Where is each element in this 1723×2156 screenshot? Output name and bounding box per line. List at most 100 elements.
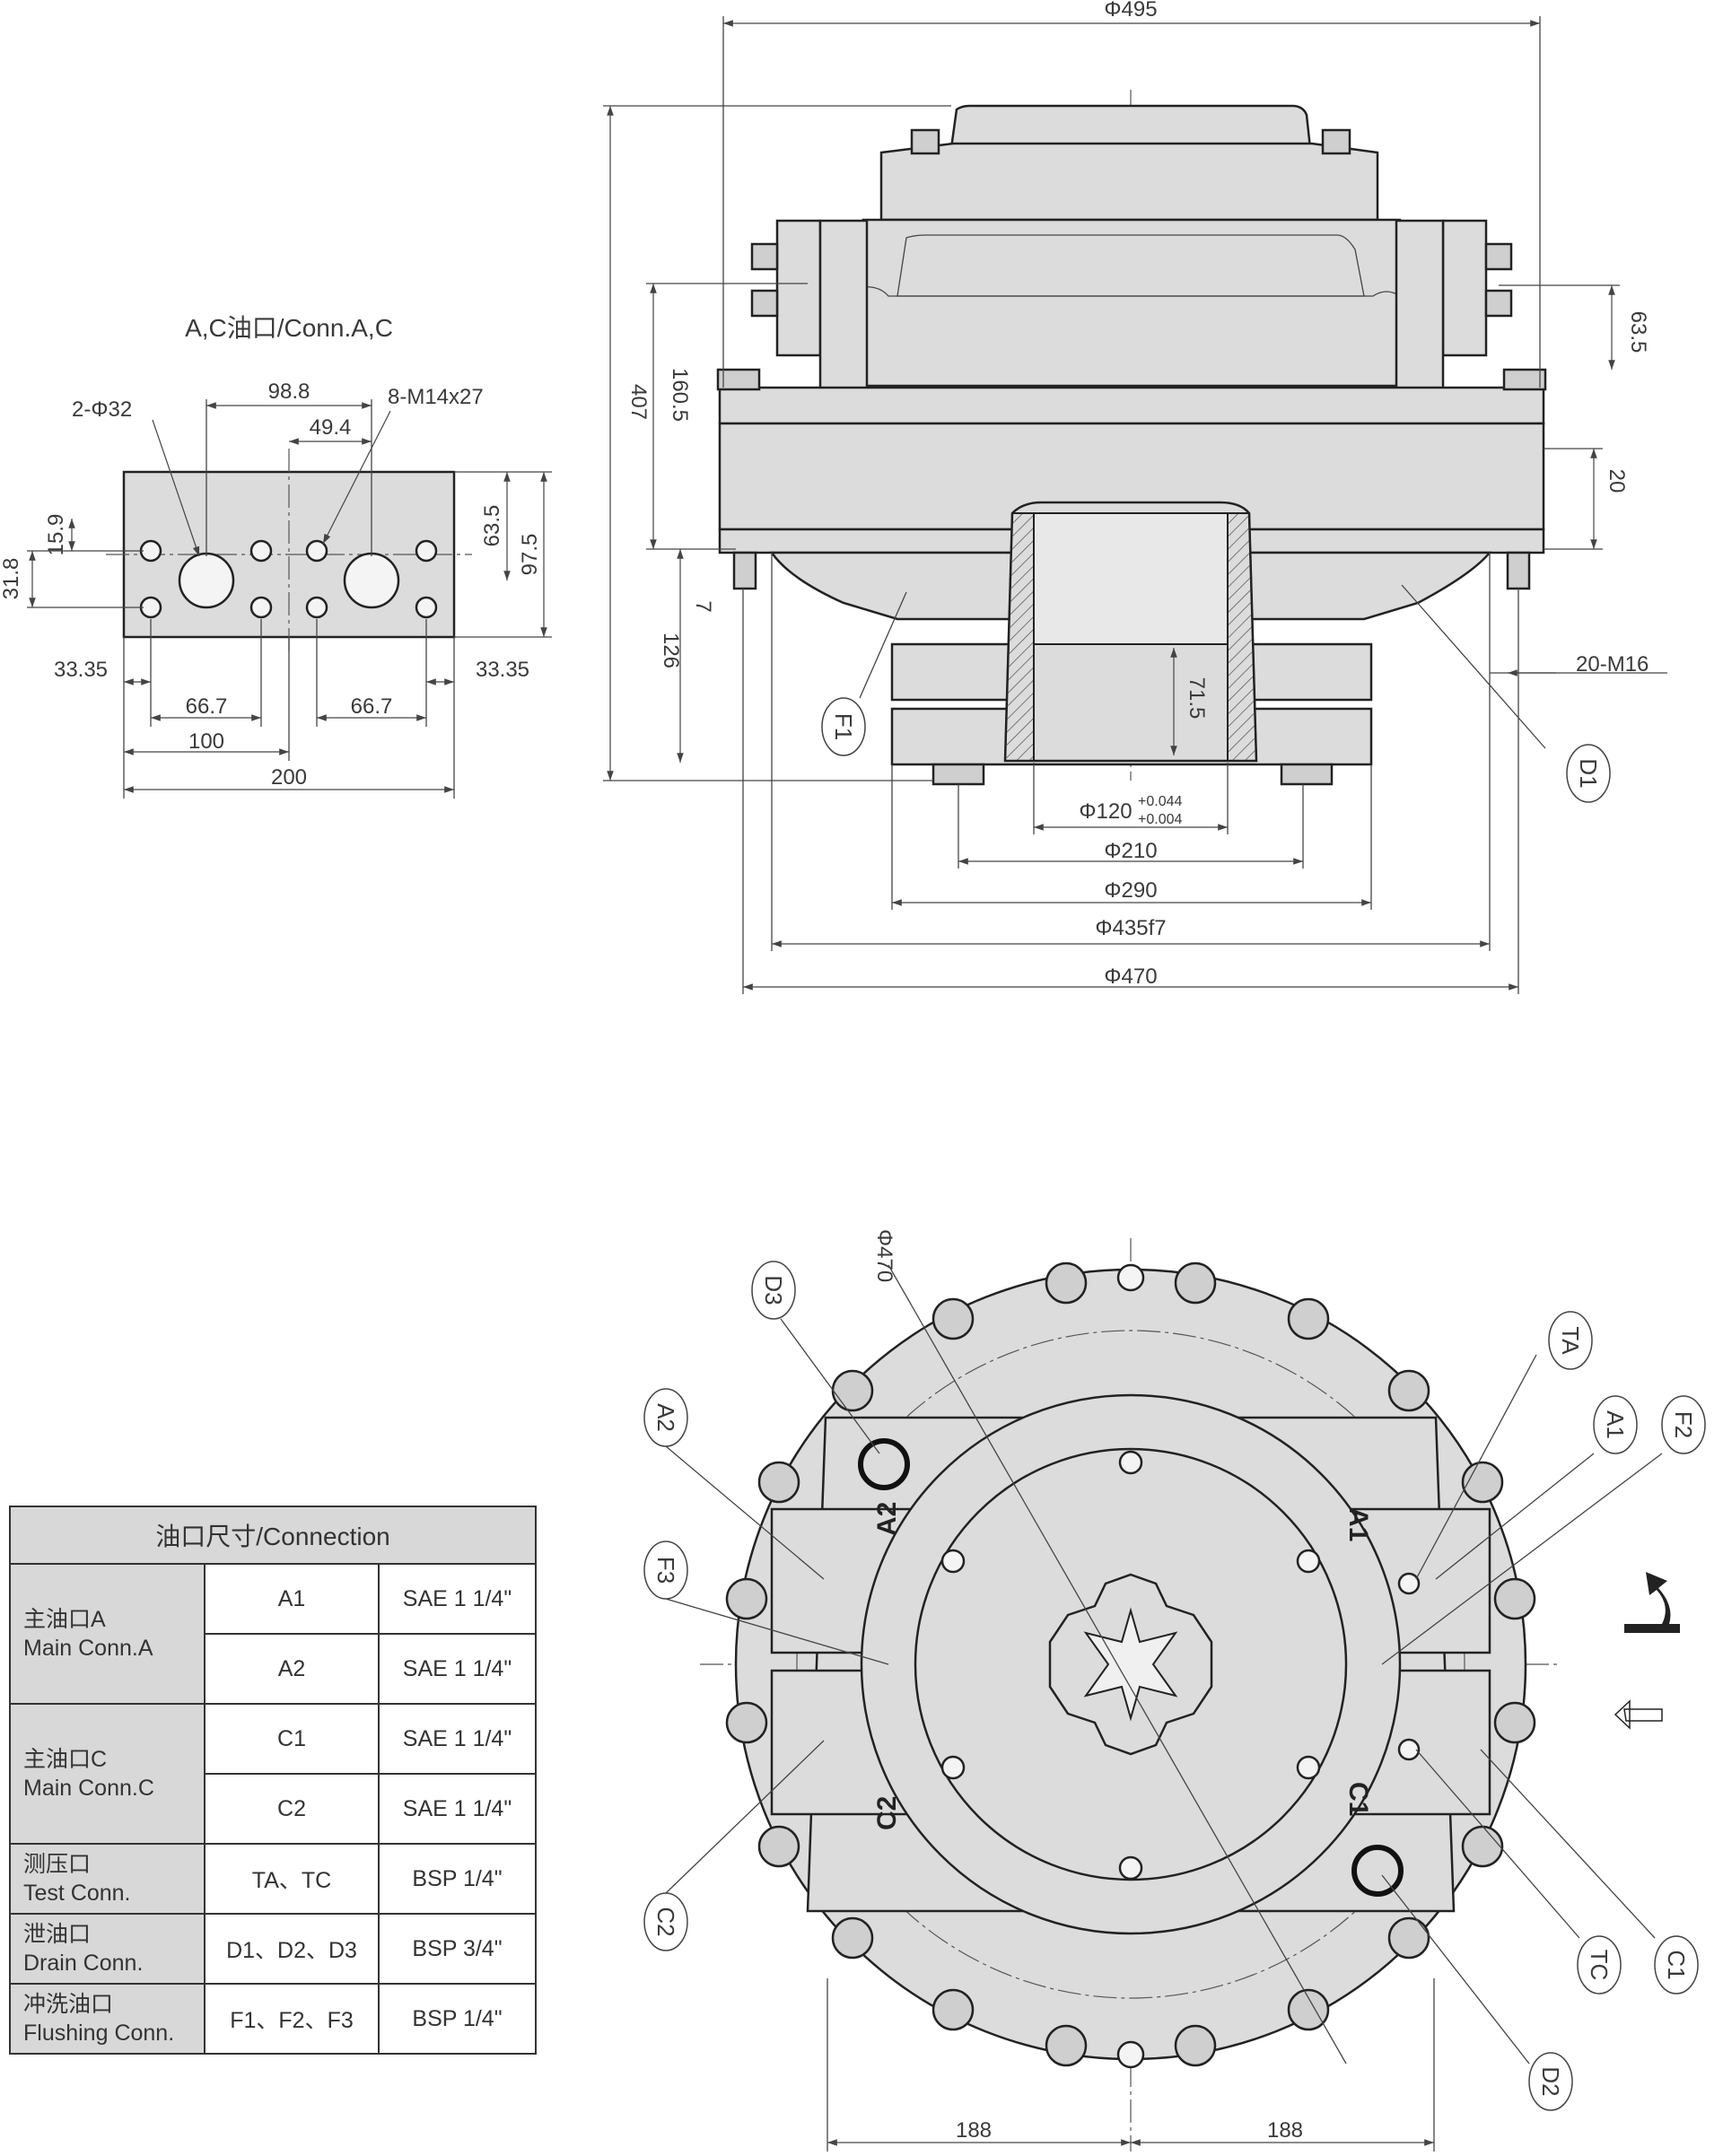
callout-tc: TC (1586, 1950, 1613, 1981)
upper-cover (879, 142, 1379, 222)
size-cell: SAE 1 1/4" (378, 1563, 537, 1635)
dim-33-35-left: 33.35 (54, 658, 108, 682)
callout-d1 (1566, 744, 1611, 803)
callout-ta: TA (1557, 1326, 1584, 1355)
cross-symbol (1083, 1607, 1178, 1722)
dim-98-8: 98.8 (268, 380, 310, 404)
mounting-flange (718, 386, 1545, 425)
mark-a1: A1 (1343, 1507, 1373, 1541)
callout-c1: C1 (1663, 1950, 1690, 1979)
side-view: Φ495 407 160.5 126 7 71.5 63.5 20 20-M16… (603, 0, 1667, 994)
dim-phi470-side: Φ470 (1104, 965, 1157, 989)
dim-phi290: Φ290 (1104, 878, 1157, 903)
dim-100: 100 (188, 729, 224, 754)
size-cell: BSP 1/4" (378, 1983, 537, 2055)
dim-20-m16: 20-M16 (1576, 652, 1649, 676)
rotation-arrow-outline (1614, 1699, 1663, 1730)
dim-2-phi32: 2-Φ32 (72, 397, 132, 422)
port-detail: A,C油口/Conn.A,C 98.8 49.4 2-Φ32 8-M14x27 … (0, 314, 552, 799)
dim-33-35-right: 33.35 (476, 658, 529, 682)
callout-a2: A2 (652, 1403, 679, 1432)
dim-8-m14: 8-M14x27 (388, 385, 484, 409)
port-cell: D1、D2、D3 (204, 1913, 380, 1985)
callout-c2: C2 (652, 1907, 679, 1936)
callout-d2: D2 (1537, 2066, 1564, 2096)
dim-49-4: 49.4 (310, 415, 352, 440)
flange-bolts (725, 1261, 1536, 2069)
dim-160-5: 160.5 (668, 368, 692, 422)
callout-f1 (821, 697, 866, 756)
top-cap (949, 104, 1312, 150)
port-c-hole (343, 552, 400, 609)
callout-a1: A1 (1602, 1410, 1629, 1439)
size-cell: SAE 1 1/4" (378, 1703, 537, 1775)
mark-c1: C1 (1343, 1782, 1373, 1816)
dim-15-9: 15.9 (44, 514, 68, 556)
mark-a2: A2 (872, 1502, 902, 1536)
callout-d3: D3 (760, 1275, 787, 1305)
dim-tol-lower: +0.004 (1138, 812, 1182, 827)
dim-63-5-side: 63.5 (1626, 311, 1650, 354)
port-cell: A1 (204, 1563, 380, 1635)
dim-tol-upper: +0.044 (1138, 794, 1182, 809)
port-cell: C1 (204, 1703, 380, 1775)
connection-table-header: 油口尺寸/Connection (9, 1506, 537, 1565)
dim-126: 126 (659, 633, 683, 668)
front-view: A2 A1 C2 C1 188 188 Φ470 D3 A2 F3 C2 (643, 1229, 1706, 2152)
callout-f2: F2 (1670, 1411, 1697, 1438)
callout-f3: F3 (652, 1557, 679, 1584)
size-cell: SAE 1 1/4" (378, 1773, 537, 1845)
dim-200: 200 (271, 765, 307, 790)
housing-step (862, 218, 1402, 388)
dim-phi120: Φ120 (1079, 799, 1132, 824)
dim-phi470-front: Φ470 (872, 1229, 896, 1282)
drain-port-d3 (858, 1438, 910, 1490)
rotation-arrow-solid (1624, 1572, 1680, 1633)
callout-d1-label: D1 (1575, 758, 1602, 788)
dim-66-7-right: 66.7 (351, 694, 393, 719)
dim-71-5: 71.5 (1185, 677, 1209, 720)
table-row: C2 SAE 1 1/4" (10, 1773, 537, 1845)
port-cell: TA、TC (204, 1843, 380, 1915)
dim-phi495: Φ495 (1104, 0, 1157, 22)
dim-phi435: Φ435f7 (1095, 916, 1166, 940)
dim-66-7-left: 66.7 (186, 694, 228, 719)
table-row: A2 SAE 1 1/4" (10, 1633, 537, 1705)
drain-port-d2 (1351, 1845, 1404, 1897)
size-cell: SAE 1 1/4" (378, 1633, 537, 1705)
dim-63-5-port: 63.5 (480, 505, 504, 547)
port-cell: F1、F2、F3 (204, 1983, 380, 2055)
dim-7: 7 (691, 600, 715, 612)
thread-holes (139, 539, 438, 619)
dim-188-left: 188 (956, 2118, 992, 2143)
callout-f1-label: F1 (830, 713, 857, 740)
dim-407: 407 (626, 384, 651, 420)
callouts: D3 A2 F3 C2 TA A1 F2 TC C1 (643, 1261, 1706, 2111)
dim-20: 20 (1605, 469, 1629, 493)
dim-188-right: 188 (1267, 2118, 1303, 2143)
port-detail-title: A,C油口/Conn.A,C (185, 314, 393, 342)
test-port-ta (1397, 1572, 1421, 1595)
port-cell: C2 (204, 1773, 380, 1845)
port-cell: A2 (204, 1633, 380, 1705)
size-cell: BSP 3/4" (378, 1913, 537, 1985)
port-a-hole (178, 552, 235, 609)
mark-c2: C2 (872, 1796, 902, 1830)
test-port-tc (1397, 1738, 1421, 1761)
dim-97-5: 97.5 (518, 534, 542, 576)
dim-phi210: Φ210 (1104, 839, 1157, 863)
size-cell: BSP 1/4" (378, 1843, 537, 1915)
dim-31-8: 31.8 (0, 558, 23, 600)
